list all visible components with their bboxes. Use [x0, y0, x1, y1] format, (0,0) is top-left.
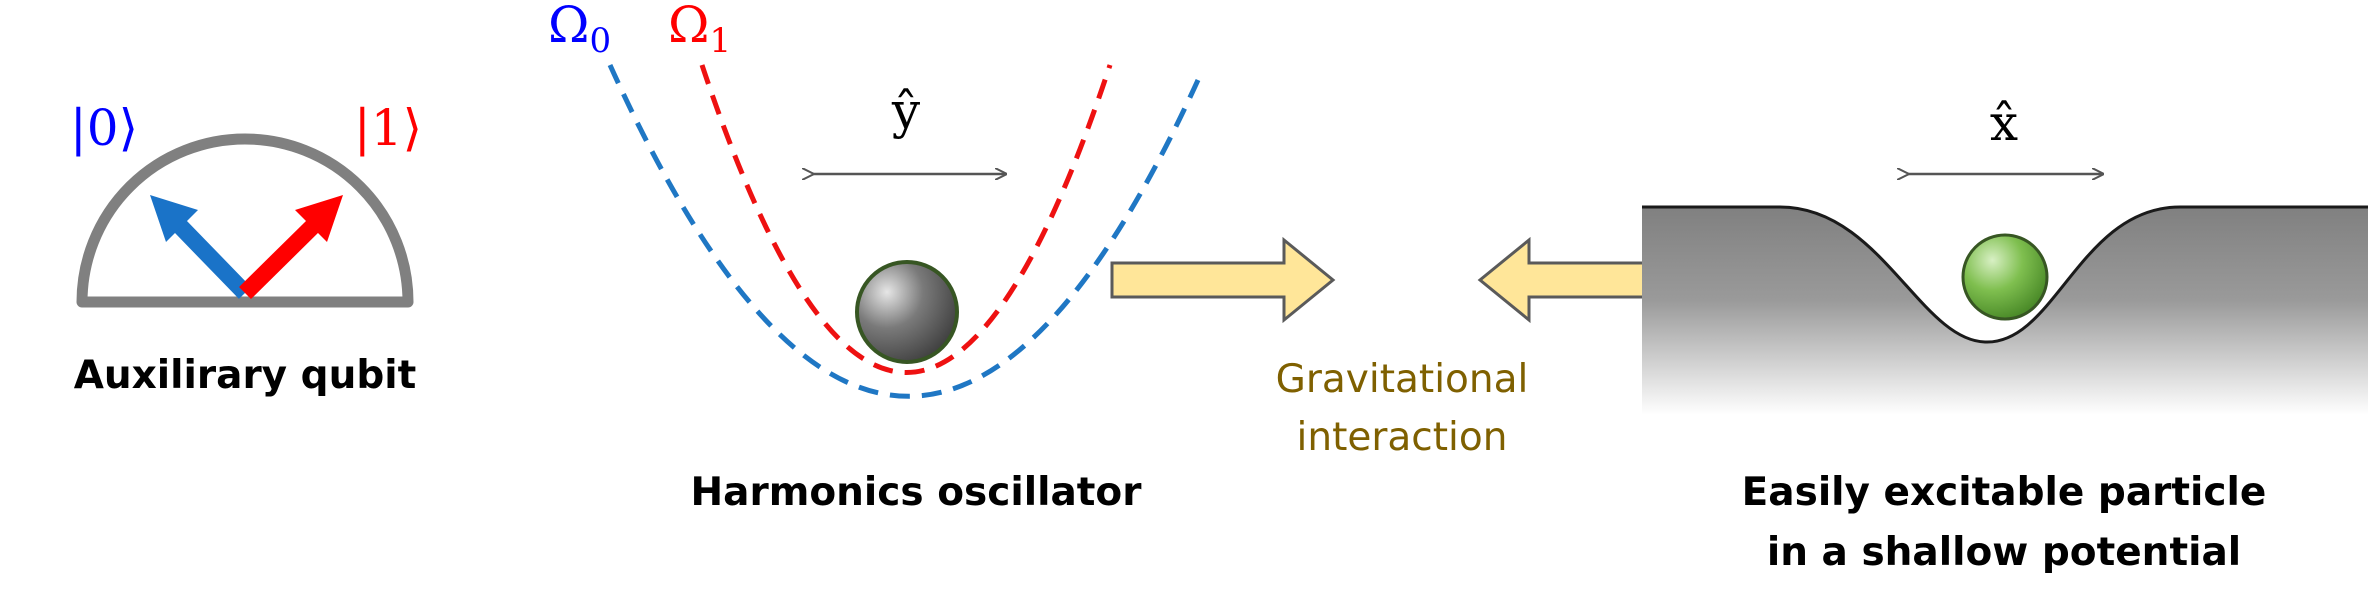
oscillator-group: ŷ Ω0 Ω1 Harmonics oscillator — [548, 0, 1201, 515]
particle-ball — [1961, 233, 2049, 321]
interaction-group: Gravitational interaction — [1110, 236, 1703, 460]
shallow-potential-surface — [1642, 207, 2368, 415]
particle-caption-line1: Easily excitable particle — [1742, 470, 2267, 515]
interaction-arrow-right — [1110, 236, 1336, 324]
potential-curve-omega1 — [699, 64, 1113, 375]
oscillator-ball — [855, 260, 959, 364]
omega-0-symbol: Ω — [548, 0, 589, 54]
particle-group: x̂ Easily excitable particle in a shallo… — [1642, 94, 2368, 575]
potential-curve-omega0 — [607, 63, 1201, 399]
qubit-caption: Auxilirary qubit — [74, 353, 417, 398]
omega-1-symbol: Ω — [668, 0, 709, 54]
qubit-dome — [76, 133, 414, 308]
qubit-arrow-0 — [150, 195, 252, 299]
x-hat-label: x̂ — [1990, 94, 2018, 152]
y-hat-label: ŷ — [891, 82, 921, 140]
omega-1-label: Ω1 — [668, 0, 731, 61]
omega-0-subscript: 0 — [589, 21, 611, 61]
ket-1-label: |1⟩ — [354, 99, 422, 157]
shallow-potential-outline — [1642, 205, 2368, 344]
qubit-group: |0⟩ |1⟩ Auxilirary qubit — [70, 99, 422, 398]
interaction-label-line1: Gravitational — [1276, 357, 1529, 402]
omega-1-subscript: 1 — [709, 21, 731, 61]
interaction-label-line2: interaction — [1297, 415, 1508, 460]
particle-caption-line2: in a shallow potential — [1767, 530, 2241, 575]
oscillator-caption: Harmonics oscillator — [691, 470, 1143, 515]
omega-0-label: Ω0 — [548, 0, 611, 61]
ket-0-label: |0⟩ — [70, 99, 138, 157]
qubit-arrow-1 — [239, 195, 343, 300]
